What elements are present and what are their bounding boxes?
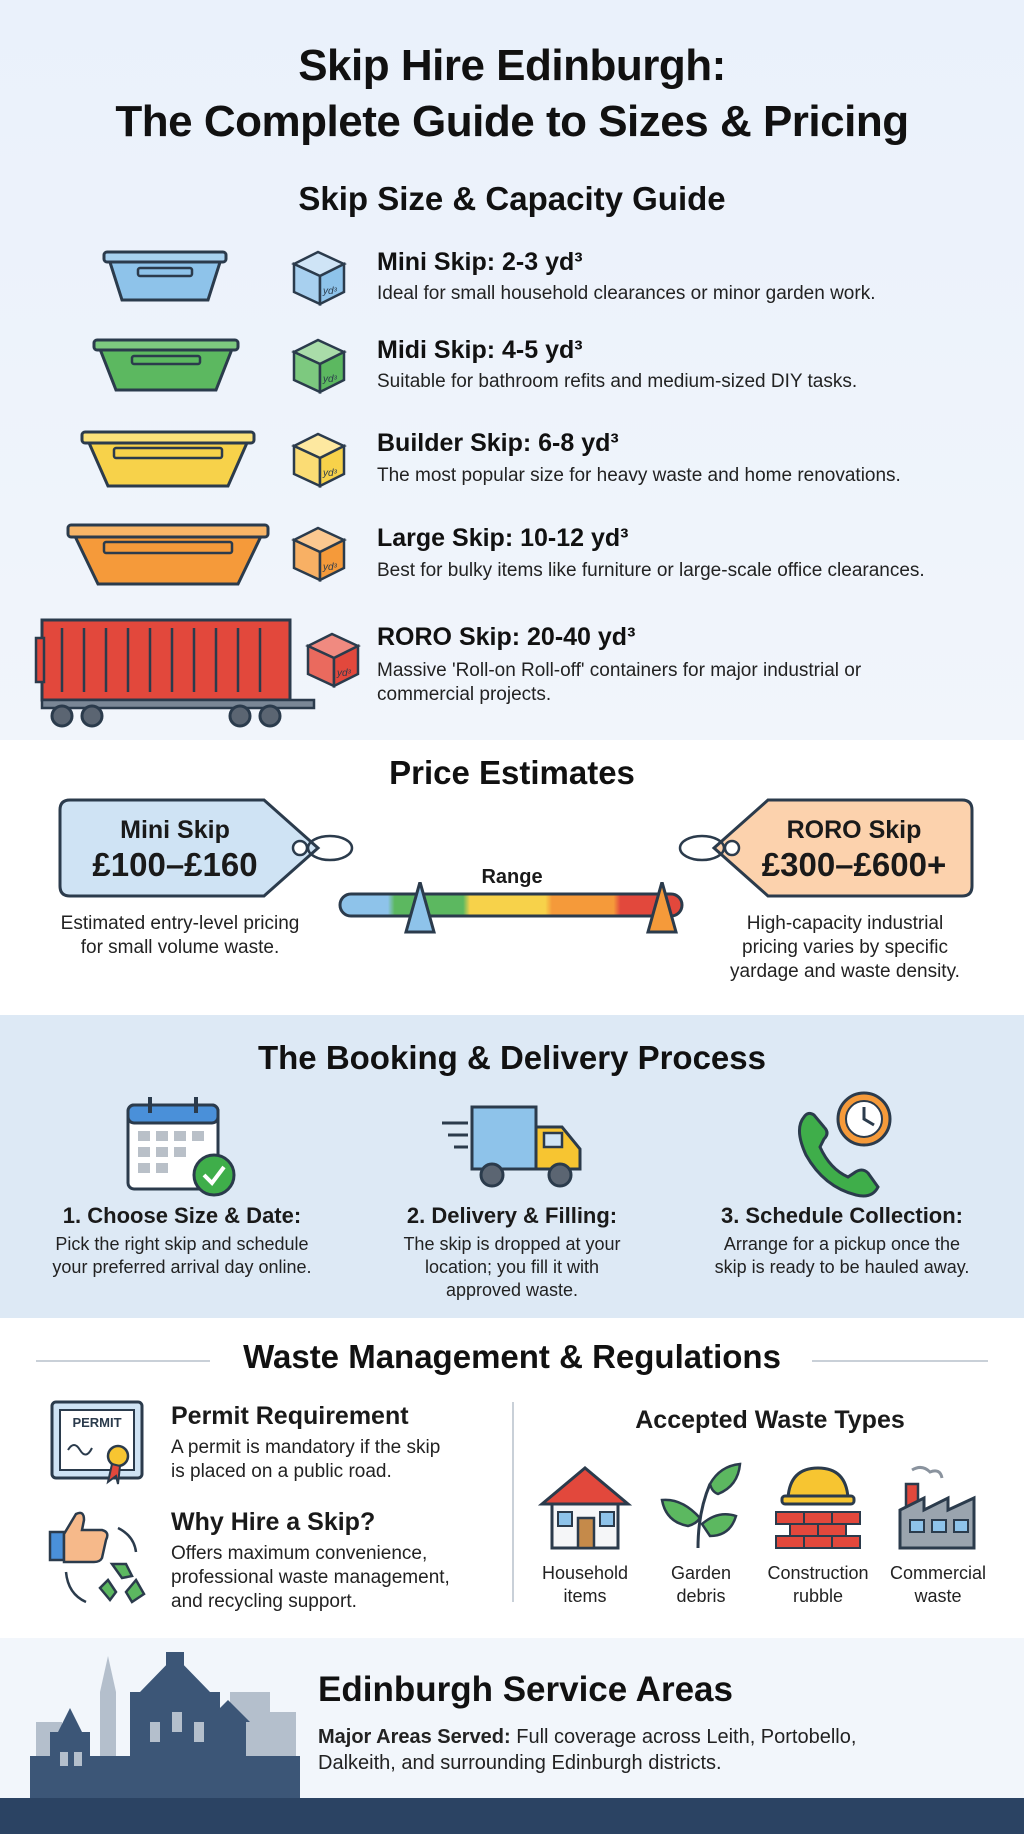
cube-icon: yd³ bbox=[291, 338, 347, 395]
price-tag-icon bbox=[678, 798, 974, 898]
permit-icon: PERMIT bbox=[50, 1400, 144, 1485]
permit-title: Permit Requirement bbox=[171, 1402, 409, 1430]
min-skip-price: £100–£160 bbox=[92, 846, 258, 883]
max-price-note: High-capacity industrial pricing varies … bbox=[730, 913, 960, 982]
phone-clock-icon bbox=[798, 1091, 892, 1198]
sizes-heading: Skip Size & Capacity Guide bbox=[298, 180, 726, 217]
large-skip-icon bbox=[66, 523, 270, 586]
cube-icon: yd³ bbox=[291, 432, 347, 489]
waste-section: Waste Management & Regulations PERMIT Pe… bbox=[0, 1318, 1024, 1638]
edinburgh-skyline-icon bbox=[30, 1652, 300, 1804]
range-label: Range bbox=[481, 866, 543, 888]
skip-desc: Ideal for small household clearances or … bbox=[377, 283, 876, 304]
service-areas-section: Edinburgh Service Areas Major Areas Serv… bbox=[0, 1638, 1024, 1834]
thumbs-up-recycle-icon bbox=[48, 1511, 146, 1604]
divider bbox=[36, 1360, 210, 1362]
skip-desc: Best for bulky items like furniture or l… bbox=[377, 560, 925, 581]
skip-name: Midi Skip: 4-5 yd³ bbox=[377, 336, 583, 364]
waste-type-label: Commercial waste bbox=[889, 1563, 986, 1606]
waste-type-label: Garden debris bbox=[670, 1563, 732, 1606]
why-title: Why Hire a Skip? bbox=[171, 1508, 376, 1536]
why-desc: Offers maximum convenience, professional… bbox=[171, 1543, 450, 1612]
truck-icon bbox=[442, 1105, 582, 1188]
waste-heading: Waste Management & Regulations bbox=[243, 1338, 781, 1375]
price-section: Price Estimates Mini Skip £100–£160 RORO… bbox=[0, 740, 1024, 1015]
skip-name: Large Skip: 10-12 yd³ bbox=[377, 524, 629, 552]
svg-text:yd³: yd³ bbox=[322, 374, 338, 385]
skip-desc: The most popular size for heavy waste an… bbox=[377, 465, 901, 486]
midi-skip-icon bbox=[92, 338, 240, 392]
step-title: 1. Choose Size & Date: bbox=[62, 1203, 302, 1228]
skip-name: Builder Skip: 6-8 yd³ bbox=[377, 429, 619, 457]
svg-text:yd³: yd³ bbox=[336, 668, 352, 679]
house-icon bbox=[538, 1466, 632, 1550]
mini-skip-icon bbox=[102, 250, 228, 302]
max-skip-price: £300–£600+ bbox=[761, 846, 947, 883]
svg-text:yd³: yd³ bbox=[322, 286, 338, 297]
skip-name: Mini Skip: 2-3 yd³ bbox=[377, 248, 583, 276]
areas-desc: Major Areas Served: Full coverage across… bbox=[318, 1726, 857, 1774]
calendar-icon bbox=[126, 1097, 236, 1197]
price-heading: Price Estimates bbox=[389, 754, 635, 791]
builder-skip-icon bbox=[80, 430, 256, 488]
cube-icon: yd³ bbox=[305, 632, 361, 689]
factory-icon bbox=[898, 1465, 976, 1550]
sizes-section: Skip Hire Edinburgh: The Complete Guide … bbox=[0, 0, 1024, 740]
max-skip-name: RORO Skip bbox=[786, 816, 922, 844]
step-title: 3. Schedule Collection: bbox=[720, 1203, 964, 1228]
svg-text:yd³: yd³ bbox=[322, 468, 338, 479]
step-desc: The skip is dropped at your location; yo… bbox=[403, 1234, 621, 1300]
areas-heading: Edinburgh Service Areas bbox=[318, 1670, 733, 1709]
booking-section: The Booking & Delivery Process 1. Choose… bbox=[0, 1015, 1024, 1318]
min-skip-name: Mini Skip bbox=[120, 816, 230, 844]
step-title: 2. Delivery & Filling: bbox=[406, 1203, 618, 1228]
cube-icon: yd³ bbox=[291, 526, 347, 583]
step-desc: Pick the right skip and schedule your pr… bbox=[52, 1234, 312, 1277]
permit-desc: A permit is mandatory if the skip is pla… bbox=[171, 1437, 441, 1482]
accepted-heading: Accepted Waste Types bbox=[635, 1406, 905, 1434]
plant-icon bbox=[660, 1462, 742, 1549]
skip-desc: Suitable for bathroom refits and medium-… bbox=[377, 371, 858, 392]
min-price-note: Estimated entry-level pricing for small … bbox=[60, 913, 300, 958]
page-title: Skip Hire Edinburgh: The Complete Guide … bbox=[115, 41, 909, 146]
roro-skip-icon bbox=[34, 618, 316, 728]
waste-type-label: Household items bbox=[541, 1563, 629, 1606]
cube-icon: yd³ bbox=[291, 250, 347, 307]
step-desc: Arrange for a pickup once the skip is re… bbox=[714, 1234, 970, 1277]
skip-name: RORO Skip: 20-40 yd³ bbox=[377, 623, 636, 651]
price-range-bar bbox=[338, 882, 684, 934]
skip-desc: Massive 'Roll-on Roll-off' containers fo… bbox=[377, 660, 862, 705]
price-tag-icon bbox=[58, 798, 354, 898]
svg-text:yd³: yd³ bbox=[322, 562, 338, 573]
waste-type-label: Construction rubble bbox=[767, 1563, 869, 1606]
vertical-divider bbox=[512, 1402, 514, 1602]
svg-text:PERMIT: PERMIT bbox=[72, 1415, 121, 1430]
divider bbox=[812, 1360, 988, 1362]
footer-bar bbox=[0, 1798, 1024, 1834]
booking-heading: The Booking & Delivery Process bbox=[257, 1039, 766, 1076]
hardhat-bricks-icon bbox=[775, 1466, 861, 1549]
